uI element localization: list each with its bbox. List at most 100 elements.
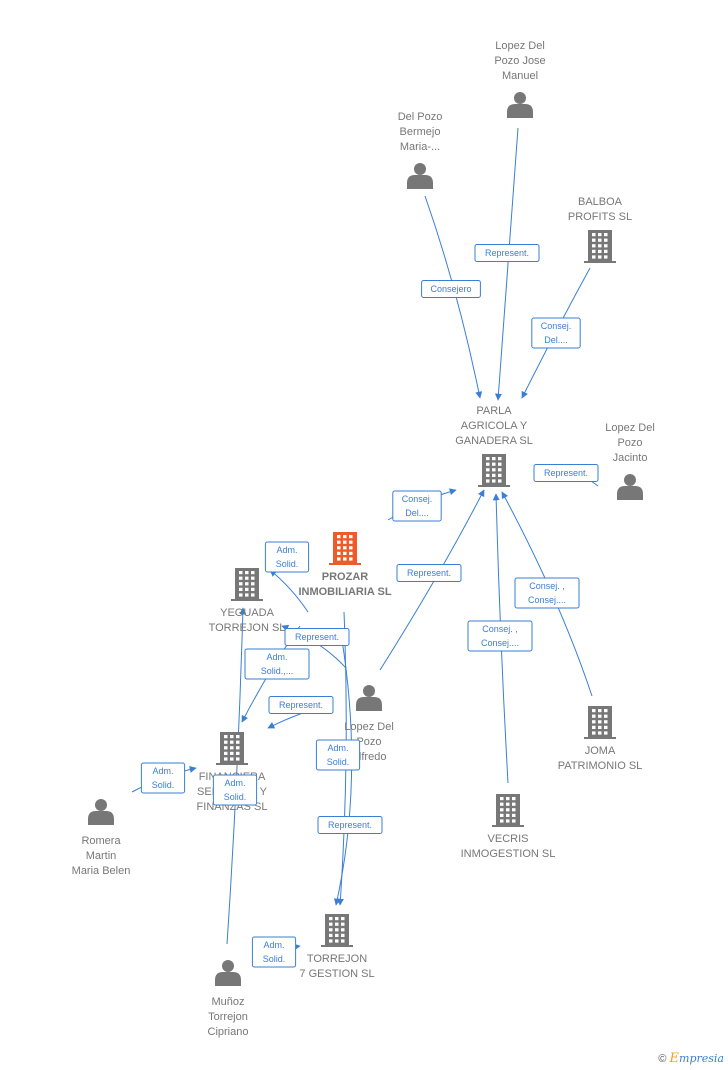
node-label: TORREJON SL <box>209 622 286 634</box>
edge-label-text: Adm. <box>224 778 245 788</box>
edge-label-text: Consej.... <box>481 638 519 648</box>
node-label: INMOGESTION SL <box>461 848 556 860</box>
edge-label-text: Solid. <box>276 559 299 569</box>
node-label: Romera <box>81 835 121 847</box>
edge-label-text: Consej.... <box>528 595 566 605</box>
edge-label-text: Del.... <box>405 508 429 518</box>
node-label: VECRIS <box>488 833 529 845</box>
node-label: PATRIMONIO SL <box>558 760 643 772</box>
node-label: Del Pozo <box>398 111 443 123</box>
node-label: Pozo Jose <box>494 55 545 67</box>
edge-label-text: Adm. <box>263 940 284 950</box>
node-label: Torrejon <box>208 1011 248 1023</box>
edge-label-text: Represent. <box>485 248 529 258</box>
edge-label[interactable]: Represent. <box>284 628 350 646</box>
edge-lopez_alfredo-to-torrejon7 <box>333 639 353 906</box>
node-label: Pozo <box>617 437 642 449</box>
edge-label[interactable]: Represent. <box>474 244 540 262</box>
edge-label[interactable]: Adm. Solid. <box>264 541 310 573</box>
building-icon <box>478 454 510 487</box>
edge-label-text: Solid. <box>152 780 175 790</box>
person-icon <box>88 799 114 825</box>
node-label: BALBOA <box>578 196 623 208</box>
node-prozar[interactable]: PROZAR INMOBILIARIA SL <box>298 532 392 598</box>
node-label: Alfredo <box>352 751 387 763</box>
node-label: Martin <box>86 850 117 862</box>
edge-label-text: Adm. <box>327 743 348 753</box>
building-icon <box>231 568 263 601</box>
edge-label-text: Solid. <box>263 954 286 964</box>
node-torrejon7[interactable]: TORREJON 7 GESTION SL <box>299 914 375 980</box>
edge-label[interactable]: Adm. Solid. <box>140 762 186 794</box>
edge-label-text: Del.... <box>544 335 568 345</box>
node-label: TORREJON <box>307 953 367 965</box>
edge-label-text: Solid. <box>327 757 350 767</box>
edge-label-text: Represent. <box>544 468 588 478</box>
edge-label[interactable]: Represent. <box>317 816 383 834</box>
edge-label[interactable]: Consej. Del.... <box>531 317 581 349</box>
node-label: YEGUADA <box>220 607 274 619</box>
person-icon <box>356 685 382 711</box>
node-label: Lopez Del <box>605 422 655 434</box>
node-label: INMOBILIARIA SL <box>298 586 391 598</box>
node-label: PROFITS SL <box>568 211 632 223</box>
brand-initial: E <box>669 1051 680 1066</box>
building-icon <box>321 914 353 947</box>
edge-label-text: Represent. <box>328 820 372 830</box>
node-label: Bermejo <box>400 126 441 138</box>
node-label: Pozo <box>356 736 381 748</box>
person-icon <box>407 163 433 189</box>
edge-label[interactable]: Represent. <box>396 564 462 582</box>
edge-prozar-to-yeguada <box>269 569 309 613</box>
building-icon <box>216 732 248 765</box>
edge-label-text: Consej. , <box>482 624 518 634</box>
node-label: Lopez Del <box>344 721 394 733</box>
edge-label[interactable]: Adm. Solid. <box>315 739 361 771</box>
brand-watermark: © Empresia <box>658 1051 724 1066</box>
edge-label[interactable]: Adm.Solid. <box>212 774 258 806</box>
edge-label[interactable]: Represent. <box>268 696 334 714</box>
edge-label[interactable]: Consej. , Consej.... <box>514 577 580 609</box>
node-del_pozo_maria[interactable]: Del PozoBermejoMaria-... <box>398 111 443 189</box>
node-yeguada[interactable]: YEGUADA TORREJON SL <box>209 568 286 634</box>
edge-label-text: Consej. , <box>529 581 565 591</box>
edge-label-text: Represent. <box>295 632 339 642</box>
person-icon <box>617 474 643 500</box>
node-label: Maria Belen <box>72 865 131 877</box>
edge-label[interactable]: Consej. , Consej.... <box>467 620 533 652</box>
node-label: Jacinto <box>613 452 648 464</box>
edge-label[interactable]: Consej. Del.... <box>392 490 442 522</box>
node-label: 7 GESTION SL <box>299 968 374 980</box>
node-label: PARLA <box>476 405 512 417</box>
building-icon <box>584 706 616 739</box>
edge-label-text: Adm. <box>152 766 173 776</box>
edge-label-text: Adm. <box>276 545 297 555</box>
edge-label-text: Solid.,... <box>261 666 294 676</box>
edge-label-text: Represent. <box>279 700 323 710</box>
node-vecris[interactable]: VECRIS INMOGESTION SL <box>461 794 556 860</box>
node-label: GANADERA SL <box>455 435 533 447</box>
node-label: Muñoz <box>211 996 244 1008</box>
person-icon <box>507 92 533 118</box>
edge-label-text: Consej. <box>402 494 433 504</box>
edge-label[interactable]: Consejero <box>421 280 481 298</box>
node-balboa[interactable]: BALBOA PROFITS SL <box>568 196 632 263</box>
edge-label-text: Consej. <box>541 321 572 331</box>
person-icon <box>215 960 241 986</box>
building-icon <box>329 532 361 565</box>
edge-label[interactable]: Represent. <box>533 464 599 482</box>
edge-label[interactable]: Adm. Solid. <box>251 936 297 968</box>
edge-label[interactable]: Adm.Solid.,... <box>244 648 310 680</box>
node-label: PROZAR <box>322 571 369 583</box>
node-label: Maria-... <box>400 141 440 153</box>
